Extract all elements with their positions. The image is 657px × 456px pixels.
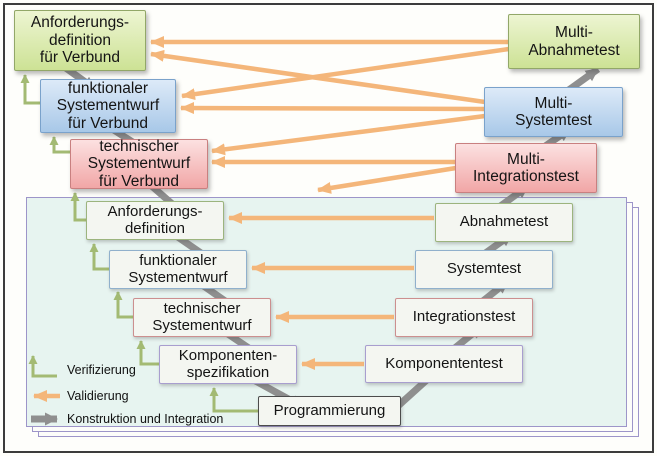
legend-verification-icon — [28, 355, 57, 378]
validation-arrow-multi-systemtest-to-techse-verbund — [211, 113, 486, 156]
box-funktionaler-systementwurf: funktionaler Systementwurf — [109, 250, 247, 289]
verification-arrow-funkse-verbund-to-anfdef-verbund — [20, 74, 40, 105]
verification-arrow-techse-to-funkse — [113, 291, 133, 319]
box-technischer-systementwurf-verbund: technischer Systementwurf für Verbund — [70, 138, 208, 190]
verification-arrows — [20, 74, 258, 413]
verification-arrow-programmierung-to-kompspez — [209, 387, 258, 413]
box-multi-abnahmetest: Multi- Abnahmetest — [508, 14, 640, 69]
box-multi-integrationstest: Multi- Integrationstest — [455, 143, 597, 193]
box-abnahmetest: Abnahmetest — [435, 203, 573, 242]
box-technischer-systementwurf: technischer Systementwurf — [133, 298, 271, 337]
validation-arrow-multi-systemtest-to-anfdef-verbund — [150, 49, 486, 105]
legend-label-validierung: Validierung — [67, 389, 129, 403]
box-systemtest: Systemtest — [415, 250, 553, 289]
legend-label-konstruktion: Konstruktion und Integration — [67, 412, 224, 426]
box-komponententest: Komponententest — [365, 345, 523, 383]
box-komponentenspezifikation: Komponenten- spezifikation — [159, 345, 297, 384]
box-funktionaler-systementwurf-verbund: funktionaler Systementwurf für Verbund — [40, 79, 176, 133]
verification-arrow-kompspez-to-techse — [136, 340, 159, 366]
box-programmierung: Programmierung — [258, 396, 401, 426]
validation-arrow-multi-abnahmetest-to-funkse-verbund — [181, 46, 510, 101]
validation-arrow-multi-integrationstest-to-subproject — [317, 165, 457, 194]
box-integrationstest: Integrationstest — [395, 298, 533, 337]
box-anforderungsdefinition: Anforderungs- definition — [86, 201, 224, 240]
box-anforderungsdefinition-verbund: Anforderungs- definition für Verbund — [14, 10, 146, 71]
verification-arrow-techse-verbund-to-funkse-verbund — [49, 136, 70, 154]
verification-arrow-anfdef-to-techse-verbund — [70, 192, 86, 222]
legend-label-verifizierung: Verifizierung — [67, 363, 136, 377]
validation-arrow-multi-systemtest-to-funkse-verbund — [180, 102, 486, 115]
box-multi-systemtest: Multi- Systemtest — [484, 87, 623, 137]
diagram-border — [3, 3, 654, 453]
verification-arrow-funkse-to-anfdef — [89, 243, 109, 271]
validation-arrows — [150, 36, 510, 370]
